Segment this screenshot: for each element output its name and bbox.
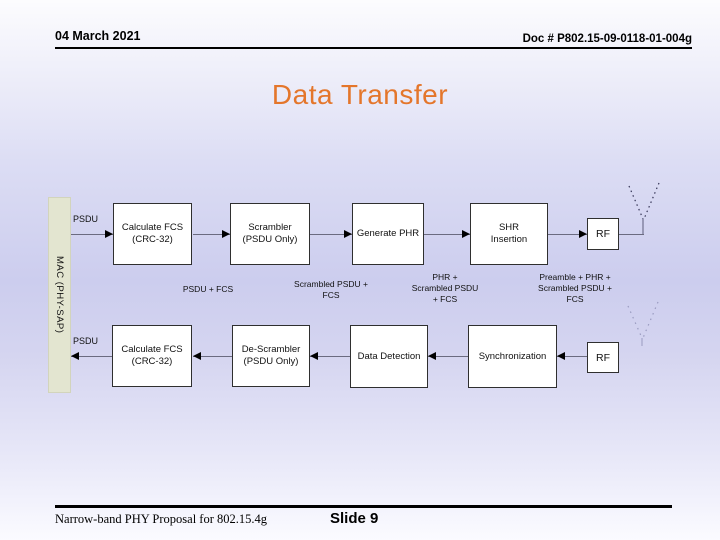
rx-connector-2 bbox=[193, 356, 232, 357]
tx-connector-3 bbox=[310, 234, 352, 235]
tx-box-shr-insertion: SHR Insertion bbox=[470, 203, 548, 265]
tx-box-generate-phr: Generate PHR bbox=[352, 203, 424, 265]
rx-connector-5 bbox=[557, 356, 587, 357]
tx-antenna-icon bbox=[628, 182, 660, 234]
mac-bar-label: MAC (PHY-SAP) bbox=[54, 256, 65, 334]
rx-box-rf: RF bbox=[587, 342, 619, 373]
rx-connector-3 bbox=[310, 356, 350, 357]
rx-box-rf-label: RF bbox=[596, 351, 610, 364]
tx-arrow-5-icon bbox=[579, 230, 587, 238]
rx-antenna-icon bbox=[627, 301, 659, 346]
rx-box-descrambler-label: De-Scrambler (PSDU Only) bbox=[241, 344, 301, 367]
signal-label-preamble-phr-scrambled-psdu-fcs: Preamble + PHR + Scrambled PSDU + FCS bbox=[538, 272, 612, 304]
footer-proposal-title: Narrow-band PHY Proposal for 802.15.4g bbox=[55, 512, 268, 526]
rx-box-descrambler: De-Scrambler (PSDU Only) bbox=[232, 325, 310, 387]
tx-connector-4 bbox=[424, 234, 470, 235]
tx-arrow-3-icon bbox=[344, 230, 352, 238]
rx-box-data-detection: Data Detection bbox=[350, 325, 428, 388]
tx-box-scrambler-label: Scrambler (PSDU Only) bbox=[242, 222, 298, 245]
rx-box-data-detection-label: Data Detection bbox=[357, 350, 421, 362]
rx-box-calculate-fcs: Calculate FCS (CRC-32) bbox=[112, 325, 192, 387]
rx-psdu-label: PSDU bbox=[73, 336, 99, 346]
signal-label-scrambled-psdu-fcs: Scrambled PSDU + FCS bbox=[294, 279, 368, 300]
tx-box-generate-phr-label: Generate PHR bbox=[356, 228, 420, 239]
tx-box-scrambler: Scrambler (PSDU Only) bbox=[230, 203, 310, 265]
signal-label-phr-scrambled-psdu-fcs: PHR + Scrambled PSDU + FCS bbox=[411, 272, 479, 304]
slide-title: Data Transfer bbox=[271, 79, 449, 110]
slide-number: Slide 9 bbox=[330, 510, 379, 527]
rx-arrow-3-icon bbox=[310, 352, 318, 360]
tx-connector-1 bbox=[71, 234, 113, 235]
tx-box-rf: RF bbox=[587, 218, 619, 250]
header-doc-number: Doc # P802.15-09-0118-01-004g bbox=[522, 33, 692, 45]
footer-rule bbox=[55, 505, 672, 508]
tx-box-shr-insertion-label: SHR Insertion bbox=[490, 222, 528, 245]
rx-arrow-1-icon bbox=[71, 352, 79, 360]
rx-arrow-2-icon bbox=[193, 352, 201, 360]
tx-arrow-4-icon bbox=[462, 230, 470, 238]
rx-box-synchronization-label: Synchronization bbox=[478, 350, 547, 362]
header-rule bbox=[55, 47, 692, 49]
rx-connector-1 bbox=[71, 356, 112, 357]
signal-label-psdu-fcs: PSDU + FCS bbox=[182, 284, 234, 294]
header-date: 04 March 2021 bbox=[55, 29, 141, 43]
rx-box-calculate-fcs-label: Calculate FCS (CRC-32) bbox=[121, 344, 183, 367]
rx-arrow-5-icon bbox=[557, 352, 565, 360]
tx-psdu-label: PSDU bbox=[73, 214, 99, 224]
mac-phy-sap-bar: MAC (PHY-SAP) bbox=[48, 197, 71, 393]
tx-arrow-2-icon bbox=[222, 230, 230, 238]
tx-connector-5 bbox=[548, 234, 587, 235]
tx-connector-2 bbox=[193, 234, 230, 235]
tx-box-calculate-fcs: Calculate FCS (CRC-32) bbox=[113, 203, 192, 265]
tx-arrow-1-icon bbox=[105, 230, 113, 238]
rx-connector-4 bbox=[428, 356, 468, 357]
rx-box-synchronization: Synchronization bbox=[468, 325, 557, 388]
tx-box-rf-label: RF bbox=[596, 228, 610, 240]
tx-box-calculate-fcs-label: Calculate FCS (CRC-32) bbox=[121, 222, 184, 245]
rx-arrow-4-icon bbox=[428, 352, 436, 360]
tx-connector-antenna bbox=[619, 234, 644, 235]
